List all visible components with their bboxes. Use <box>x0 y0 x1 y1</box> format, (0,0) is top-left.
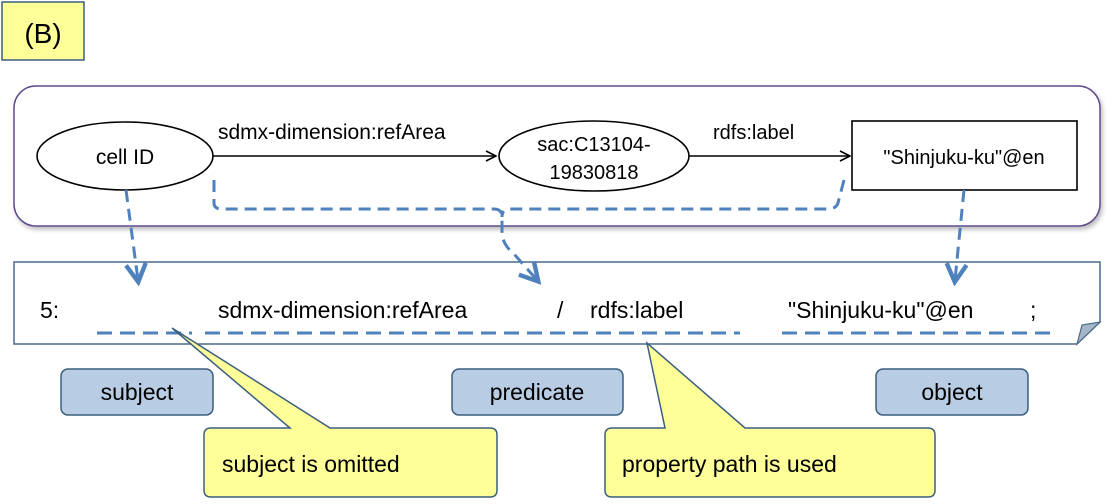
role-predicate: predicate <box>451 368 624 416</box>
subject-mapping-arrow <box>126 189 138 280</box>
triple-object: "Shinjuku-ku"@en <box>788 297 973 323</box>
role-object: object <box>875 368 1029 416</box>
predicate-mapping-arrow-left <box>212 180 537 280</box>
callout-property-path: property path is used <box>604 340 936 498</box>
role-predicate-label: predicate <box>490 379 585 405</box>
triple-path-slash: / <box>557 297 564 323</box>
role-object-label: object <box>921 379 983 405</box>
area-node-label-line1: sac:C13104- <box>537 134 650 156</box>
edge-refarea-label: sdmx-dimension:refArea <box>218 121 446 144</box>
literal-node: "Shinjuku-ku"@en <box>851 120 1078 191</box>
subject-node: cell ID <box>36 121 214 191</box>
mapping-arrows <box>126 179 964 280</box>
edge-label-label: rdfs:label <box>713 122 794 144</box>
triple-terminator: ; <box>1030 297 1036 323</box>
area-node: sac:C13104- 19830818 <box>498 120 690 192</box>
callout-subject-omitted: subject is omitted <box>171 327 498 498</box>
role-subject: subject <box>60 368 214 416</box>
triple-predicate-part1: sdmx-dimension:refArea <box>218 297 467 323</box>
literal-node-label: "Shinjuku-ku"@en <box>883 147 1044 169</box>
triple-line-number: 5: <box>40 297 59 323</box>
triple-line-box: 5: sdmx-dimension:refArea / rdfs:label "… <box>13 261 1102 346</box>
role-subject-label: subject <box>101 379 174 405</box>
panel-label: (B) <box>1 1 85 61</box>
panel-label-text: (B) <box>24 18 61 49</box>
subject-node-label: cell ID <box>96 146 154 169</box>
predicate-mapping-arrow-right <box>500 179 846 218</box>
callout-subject-omitted-text: subject is omitted <box>222 451 400 477</box>
object-mapping-arrow <box>955 189 964 280</box>
area-node-label-line2: 19830818 <box>550 162 639 184</box>
callout-property-path-text: property path is used <box>622 451 837 477</box>
triple-predicate-part2: rdfs:label <box>590 297 683 323</box>
